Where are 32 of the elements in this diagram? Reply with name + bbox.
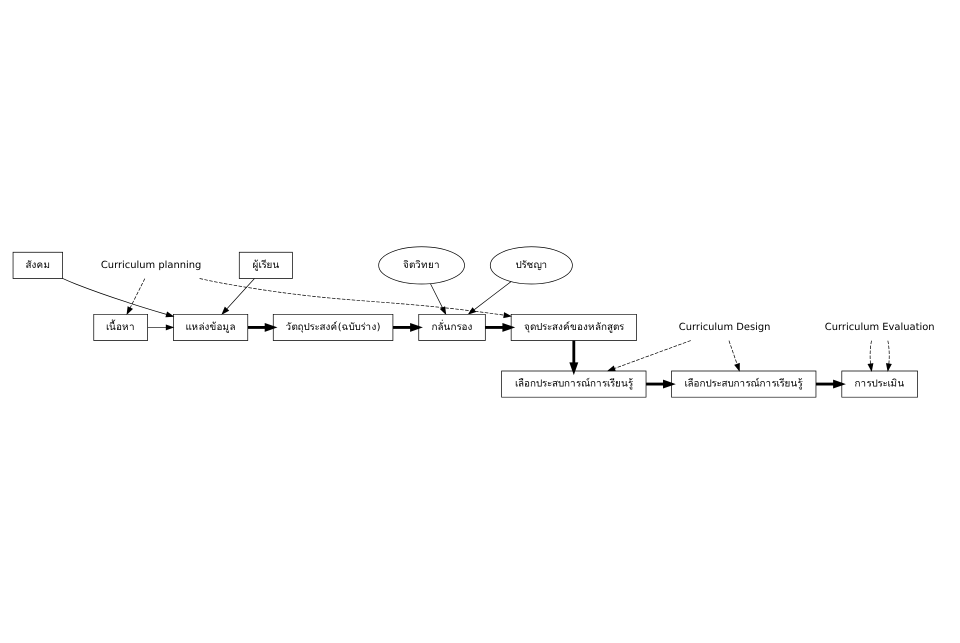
- arrow: [485, 322, 516, 332]
- arrow: [816, 379, 846, 388]
- node-text: Curriculum planning: [100, 259, 202, 270]
- node-box: จุดประสงค์ของหลักสูตร: [510, 313, 637, 340]
- node-box: การประเมิน: [841, 370, 918, 398]
- arrow: [886, 340, 892, 372]
- node-ellipse: จิตวิทยา: [378, 246, 465, 284]
- node-text: Curriculum Evaluation: [824, 322, 935, 333]
- node-box: ผู้เรียน: [238, 251, 293, 278]
- arrow: [868, 340, 874, 372]
- arrow: [606, 340, 692, 371]
- node-box: เลือกประสบการณ์การเรียนรู้: [501, 370, 646, 398]
- arrow: [62, 278, 174, 317]
- arrow: [199, 278, 512, 318]
- arrow: [430, 282, 446, 315]
- arrow: [393, 322, 423, 332]
- arrow: [728, 340, 740, 372]
- arrow: [569, 340, 578, 375]
- node-box: แหล่งข้อมูล: [173, 313, 248, 340]
- node-ellipse: ปรัชญา: [490, 246, 573, 284]
- node-box: เนื้อหา: [93, 313, 148, 340]
- arrow: [126, 278, 146, 315]
- arrow: [147, 324, 174, 330]
- node-box: กลั่นกรอง: [418, 313, 486, 340]
- node-box: สังคม: [12, 251, 63, 278]
- arrow: [468, 280, 512, 314]
- node-box: วัตถุประสงค์(ฉบับร่าง): [272, 313, 394, 340]
- arrow: [221, 278, 255, 314]
- arrow: [248, 322, 278, 332]
- node-box: เลือกประสบการณ์การเรียนรู้: [671, 370, 816, 398]
- node-text: Curriculum Design: [678, 322, 770, 333]
- arrow: [646, 379, 676, 388]
